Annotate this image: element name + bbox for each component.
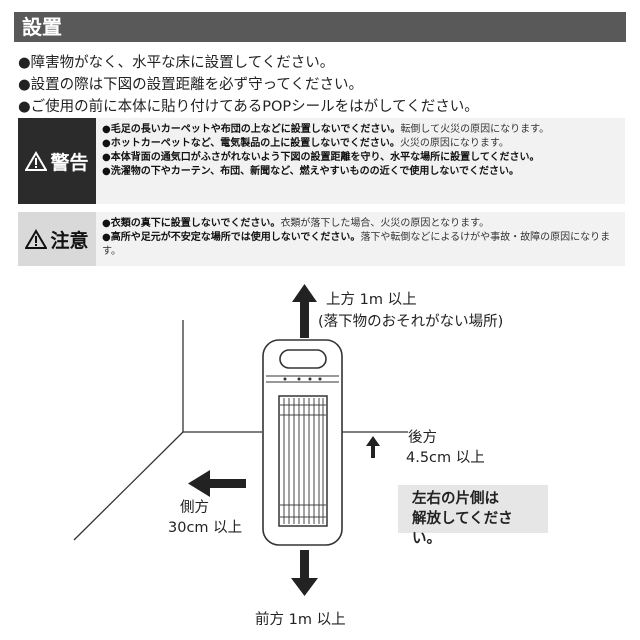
warning-triangle-icon bbox=[25, 151, 48, 171]
installation-diagram bbox=[73, 284, 408, 596]
warning-box: 警告 ●毛足の長いカーペットや布団の上などに設置しないでください。転倒して火災の… bbox=[18, 118, 625, 204]
warning-tag: 警告 bbox=[18, 118, 96, 204]
warning-item: ●ホットカーペットなど、電気製品の上に設置しないでください。火災の原因になります… bbox=[102, 138, 509, 149]
arrow-back-icon bbox=[366, 436, 380, 458]
warning-body: ●毛足の長いカーペットや布団の上などに設置しないでください。転倒して火災の原因に… bbox=[96, 118, 625, 204]
arrow-down-icon bbox=[291, 550, 318, 596]
warning-item: ●洗濯物の下やカーテン、布団、新聞など、燃えやすいものの近くで使用しないでくださ… bbox=[102, 166, 520, 177]
caution-item: ●高所や足元が不安定な場所では使用しないでください。落下や転倒などによるけがや事… bbox=[102, 232, 611, 257]
top-clearance-label: 上方 1m 以上 bbox=[326, 292, 417, 308]
warning-item: ●毛足の長いカーペットや布団の上などに設置しないでください。転倒して火災の原因に… bbox=[102, 124, 550, 135]
instruction-item: ●障害物がなく、水平な床に設置してください。 bbox=[18, 55, 335, 71]
front-clearance-label: 前方 1m 以上 bbox=[255, 612, 346, 628]
instruction-item: ●設置の際は下図の設置距離を必ず守ってください。 bbox=[18, 77, 363, 93]
instruction-list: ●障害物がなく、水平な床に設置してください。 ●設置の際は下図の設置距離を必ず守… bbox=[18, 52, 628, 118]
caution-label: 注意 bbox=[50, 229, 89, 252]
warning-item: ●本体背面の通気口がふさがれないよう下図の設置距離を守り、水平な場所に設置してく… bbox=[102, 152, 540, 163]
side-open-note: 左右の片側は 解放してください。 bbox=[398, 485, 548, 547]
top-clearance-note: (落下物のおそれがない場所) bbox=[318, 314, 504, 330]
back-clearance-value: 4.5cm 以上 bbox=[406, 450, 485, 466]
caution-triangle-icon bbox=[25, 229, 48, 249]
caution-tag: 注意 bbox=[18, 212, 96, 266]
side-clearance-label: 側方 bbox=[180, 500, 209, 516]
caution-box: 注意 ●衣類の真下に設置しないでください。衣類が落下した場合、火災の原因となりま… bbox=[18, 212, 625, 266]
arrow-left-icon bbox=[188, 470, 246, 497]
side-open-note-line: 解放してください。 bbox=[412, 511, 513, 547]
section-title: 設置 bbox=[22, 15, 62, 39]
heater-illustration bbox=[262, 339, 343, 546]
side-clearance-value: 30cm 以上 bbox=[168, 520, 243, 536]
side-open-note-line: 左右の片側は bbox=[412, 491, 499, 507]
section-header: 設置 bbox=[14, 12, 626, 42]
arrow-up-icon bbox=[292, 284, 317, 338]
caution-item: ●衣類の真下に設置しないでください。衣類が落下した場合、火災の原因となります。 bbox=[102, 218, 490, 229]
room-corner-lines bbox=[73, 320, 408, 541]
instruction-item: ●ご使用の前に本体に貼り付けてあるPOPシールをはがしてください。 bbox=[18, 99, 479, 115]
caution-body: ●衣類の真下に設置しないでください。衣類が落下した場合、火災の原因となります。 … bbox=[96, 212, 625, 266]
back-clearance-label: 後方 bbox=[408, 430, 437, 446]
warning-label: 警告 bbox=[50, 151, 89, 174]
